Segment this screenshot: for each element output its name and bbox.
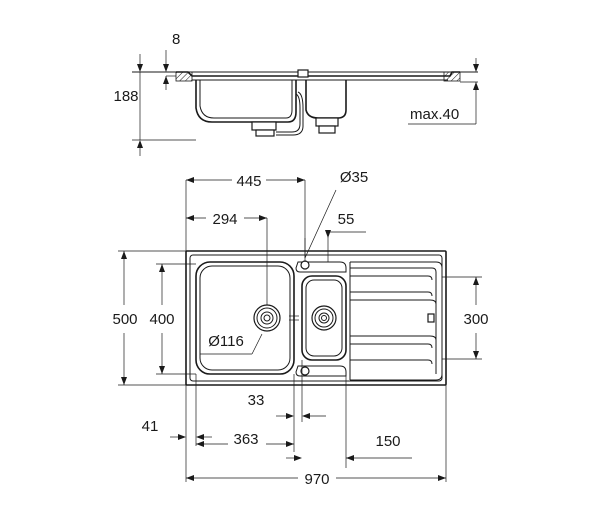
- sink-outline: [185, 250, 447, 386]
- top-view: [118, 177, 482, 482]
- waste-diameter-label: Ø116: [208, 333, 244, 350]
- drain-center-distance-label: 445: [236, 173, 261, 190]
- bowl-depth-label: 400: [149, 311, 174, 328]
- small-bowl-section: [305, 80, 347, 119]
- max-thickness-label: max.40: [410, 106, 459, 123]
- main-bowl-section: [195, 80, 297, 123]
- main-drain-fitting: [251, 121, 277, 131]
- small-bowl-width-label: 150: [375, 433, 400, 450]
- tap-offset-label: 55: [338, 211, 355, 228]
- side-view: [132, 50, 479, 156]
- tap-hole-diameter-label: Ø35: [340, 169, 368, 186]
- main-bowl-center-label: 294: [212, 211, 237, 228]
- edge-offset-label: 41: [142, 418, 159, 435]
- small-drain-fitting: [315, 117, 339, 127]
- tap-hole: [300, 260, 310, 270]
- main-bowl-width-label: 363: [233, 431, 258, 448]
- overall-width-label: 970: [304, 471, 329, 488]
- total-depth-label: 188: [113, 88, 138, 105]
- small-waste: [311, 305, 337, 331]
- overall-depth-label: 500: [112, 311, 137, 328]
- drainer-depth-label: 300: [463, 311, 488, 328]
- flange-offset-label: 8: [172, 31, 180, 48]
- drainer: [349, 261, 443, 381]
- divider-width-label: 33: [248, 392, 265, 409]
- small-bowl: [301, 275, 347, 361]
- main-waste: [253, 304, 281, 332]
